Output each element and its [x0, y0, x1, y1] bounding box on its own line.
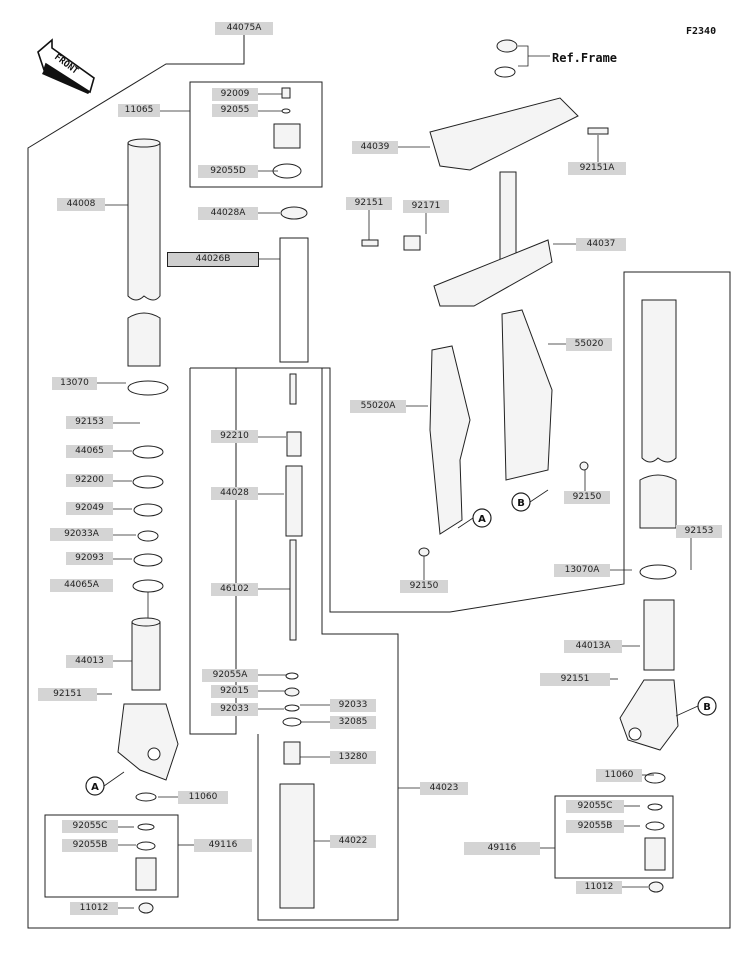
- part-label-92055C-left: 92055C: [62, 820, 118, 833]
- part-label-92210: 92210: [211, 430, 258, 443]
- part-label-11012-left: 11012: [70, 902, 118, 915]
- part-label-92151-top: 92151: [346, 197, 392, 210]
- part-label-11060-right: 11060: [596, 769, 642, 782]
- part-label-92033A: 92033A: [50, 528, 113, 541]
- part-label-92171: 92171: [403, 200, 449, 213]
- part-label-92153: 92153: [66, 416, 113, 429]
- part-label-92151A: 92151A: [568, 162, 626, 175]
- part-label-49116-right: 49116: [464, 842, 540, 855]
- part-label-11060-left: 11060: [178, 791, 228, 804]
- part-label-92055B-right: 92055B: [566, 820, 624, 833]
- front-arrow-icon: FRONT: [37, 38, 95, 94]
- part-label-32085: 32085: [330, 716, 376, 729]
- part-label-92151-right: 92151: [540, 673, 610, 686]
- group-outline-cartridge: [190, 367, 399, 921]
- part-label-11012-right: 11012: [576, 881, 622, 894]
- part-label-44028A: 44028A: [198, 207, 258, 220]
- part-label-46102: 46102: [211, 583, 258, 596]
- group-outline-valve-kit-left: [44, 814, 179, 898]
- part-label-44037: 44037: [576, 238, 626, 251]
- part-label-44023: 44023: [420, 782, 468, 795]
- part-label-92009: 92009: [212, 88, 258, 101]
- part-label-44022: 44022: [330, 835, 376, 848]
- part-label-92055B-left: 92055B: [62, 839, 118, 852]
- marker-b-left: B: [517, 498, 525, 509]
- part-label-11065: 11065: [118, 104, 160, 117]
- part-label-92055: 92055: [212, 104, 258, 117]
- part-label-92055C-right: 92055C: [566, 800, 624, 813]
- part-label-92150-right: 92150: [564, 491, 610, 504]
- part-label-13280: 13280: [330, 751, 376, 764]
- ref-frame-label: Ref.Frame: [552, 51, 618, 65]
- part-label-44026B: 44026B: [167, 252, 259, 267]
- part-label-44075A: 44075A: [215, 22, 273, 35]
- marker-a-left: A: [91, 782, 99, 793]
- part-label-44039: 44039: [352, 141, 398, 154]
- part-label-92093: 92093: [66, 552, 113, 565]
- marker-a-right: A: [478, 514, 486, 525]
- part-label-49116-left: 49116: [194, 839, 252, 852]
- part-label-92049: 92049: [66, 502, 113, 515]
- part-label-92150-left: 92150: [400, 580, 448, 593]
- part-label-44013: 44013: [66, 655, 113, 668]
- marker-b-right: B: [703, 702, 711, 713]
- part-label-92055D: 92055D: [198, 165, 258, 178]
- part-label-44008: 44008: [57, 198, 105, 211]
- part-label-92015: 92015: [211, 685, 258, 698]
- part-label-92153-right: 92153: [676, 525, 722, 538]
- part-label-55020: 55020: [566, 338, 612, 351]
- part-label-44013A: 44013A: [564, 640, 622, 653]
- part-label-92033-left: 92033: [211, 703, 258, 716]
- diagram-code: F2340: [686, 26, 717, 37]
- part-label-44065: 44065: [66, 445, 113, 458]
- part-label-92151-left: 92151: [38, 688, 97, 701]
- part-label-13070A: 13070A: [554, 564, 610, 577]
- part-label-92033-right: 92033: [330, 699, 376, 712]
- group-outline-valve-kit-right: [554, 795, 674, 879]
- part-label-13070: 13070: [52, 377, 97, 390]
- group-outline-cap-kit: [189, 81, 323, 188]
- part-label-44028: 44028: [211, 487, 258, 500]
- group-outline-left-fork: [27, 35, 731, 929]
- part-label-55020A: 55020A: [350, 400, 406, 413]
- part-label-92055A: 92055A: [202, 669, 258, 682]
- part-label-44065A: 44065A: [50, 579, 113, 592]
- part-label-92200: 92200: [66, 474, 113, 487]
